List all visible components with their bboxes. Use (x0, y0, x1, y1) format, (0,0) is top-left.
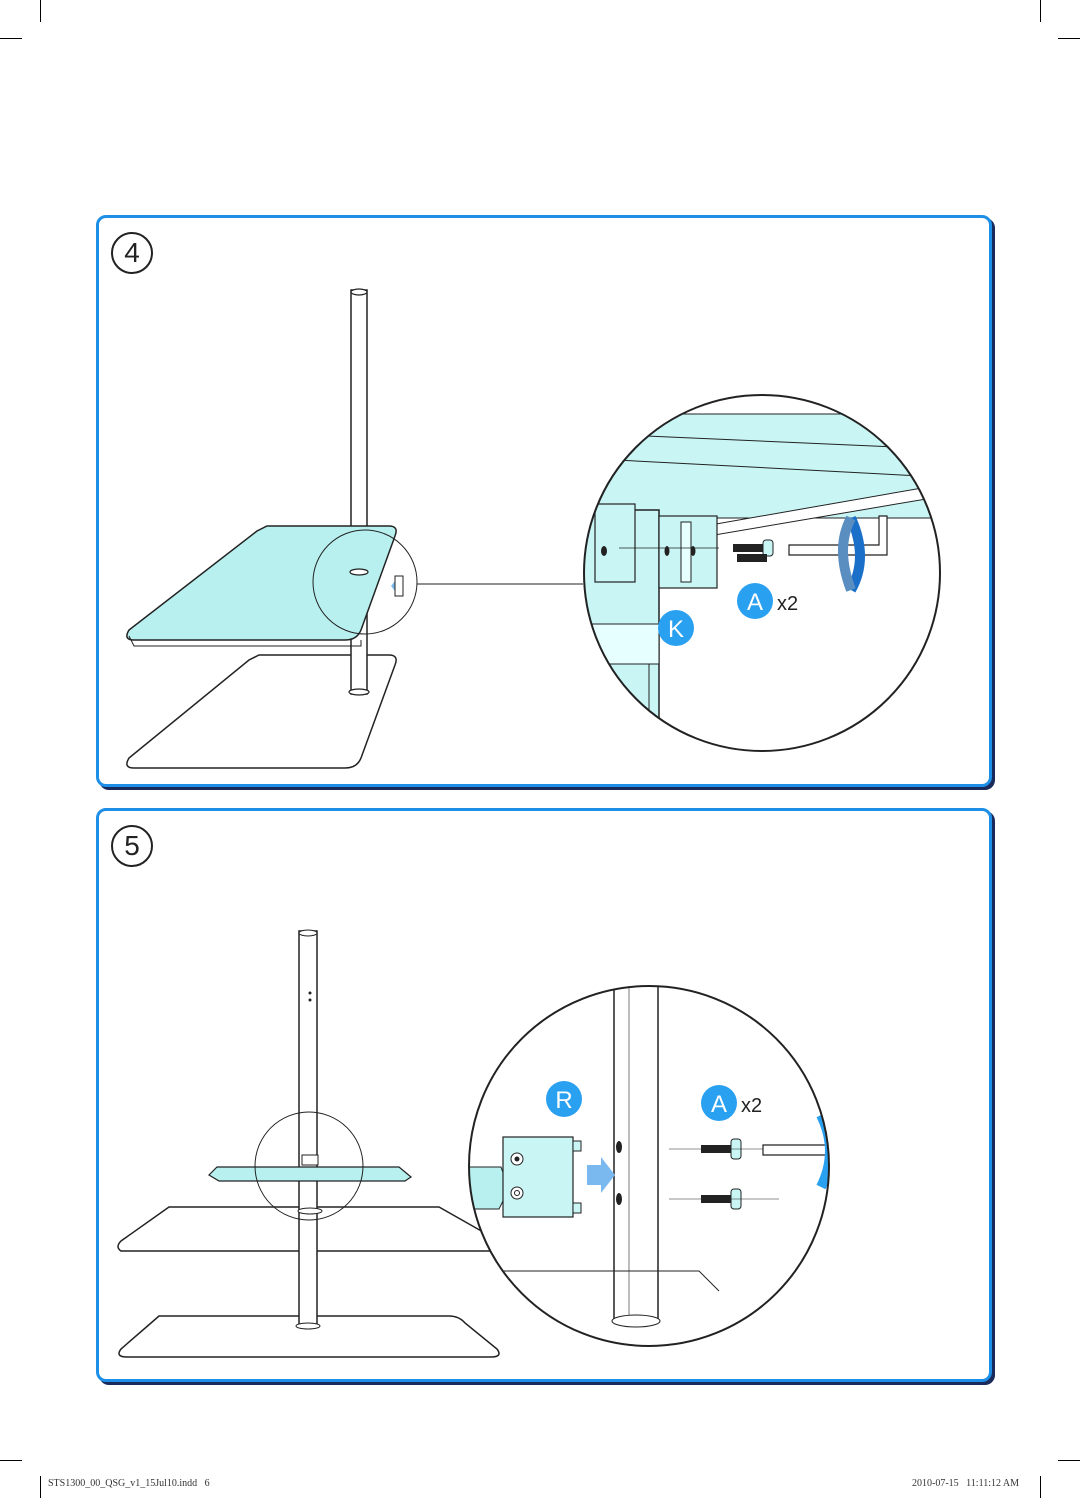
step-4-panel: 4 (96, 215, 992, 787)
part-label-a: A (747, 589, 763, 616)
step-5-detail-view (469, 986, 829, 1346)
footer-filename: STS1300_00_QSG_v1_15Jul10.indd 6 (48, 1478, 210, 1489)
crop-mark-top-left-h (0, 38, 22, 39)
step-4-illustration: A K x2 (126, 288, 941, 769)
crop-mark-top-right-h (1058, 38, 1080, 39)
quantity-label: x2 (777, 593, 798, 615)
step-number-4: 4 (111, 232, 153, 274)
step-5-panel: 5 (96, 808, 992, 1382)
base-plate (118, 1315, 500, 1358)
step-5-illustration: R A x2 (117, 929, 830, 1358)
part-badge-a (701, 1085, 737, 1121)
crop-mark-top-right (1040, 0, 1041, 22)
part-badge-r (546, 1081, 582, 1117)
step-number-5: 5 (111, 825, 153, 867)
crop-mark-bottom-left (40, 1476, 41, 1498)
part-label-r: R (555, 1087, 572, 1114)
base-plate (126, 654, 397, 769)
part-badge-k (658, 610, 694, 646)
footer-timestamp: 2010-07-15 11:11:12 AM (912, 1478, 1020, 1489)
quantity-label: x2 (741, 1095, 762, 1117)
step-4-detail-view (584, 395, 940, 751)
glass-shelf (208, 1166, 413, 1182)
crop-mark-top-left (40, 0, 41, 22)
stand-pole (298, 930, 318, 1328)
glass-shelf (126, 525, 397, 641)
crop-mark-bottom-right-h (1058, 1460, 1080, 1461)
part-label-k: K (668, 616, 684, 643)
crop-mark-bottom-right (1040, 1476, 1041, 1498)
part-badge-a (737, 583, 773, 619)
part-label-a: A (711, 1091, 727, 1118)
crop-mark-bottom-left-h (0, 1460, 22, 1461)
